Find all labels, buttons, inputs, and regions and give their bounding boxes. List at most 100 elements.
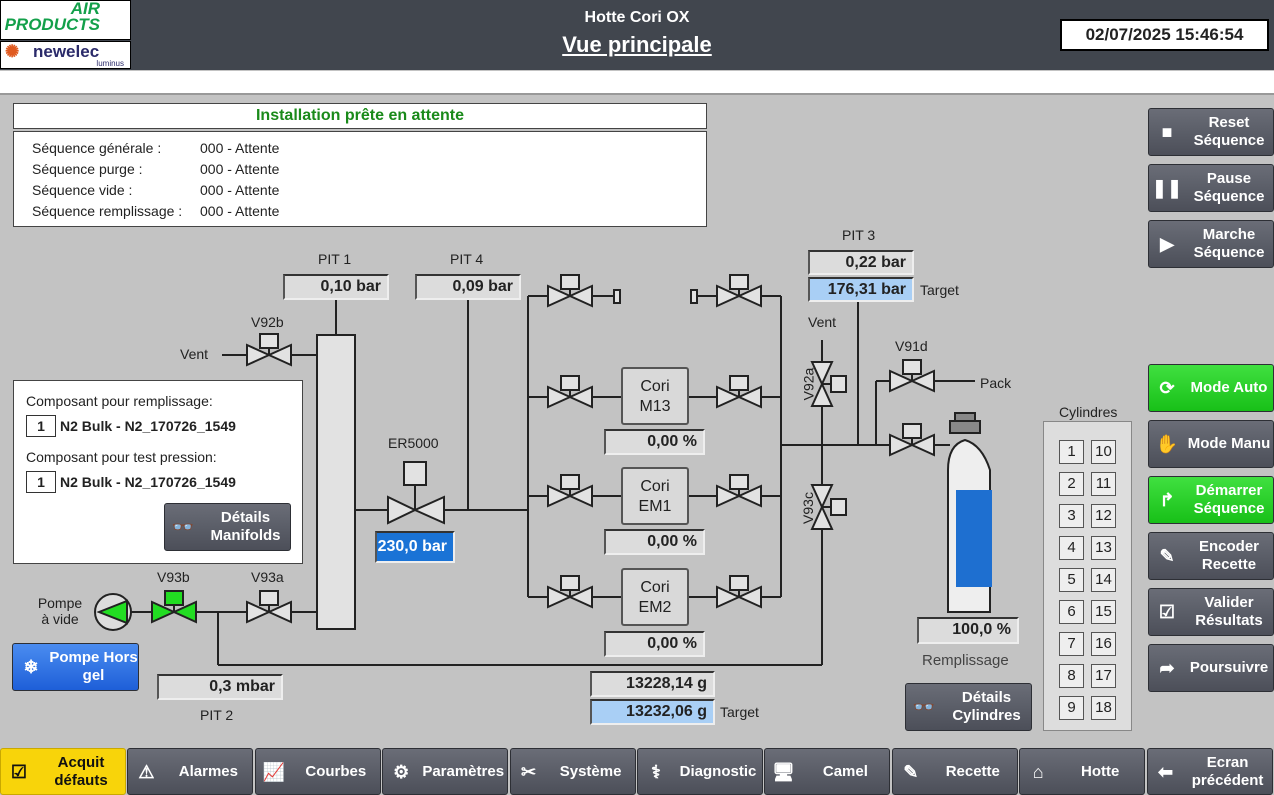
nav-système[interactable]: ✂Système [509, 748, 636, 795]
glasses-icon: 👓 [912, 697, 936, 717]
cylinder-8-button[interactable]: 8 [1059, 664, 1084, 688]
vent-label: Vent [180, 346, 209, 362]
valve-v91d [889, 359, 935, 393]
cylinder-6-button[interactable]: 6 [1059, 600, 1084, 624]
pit3-target-input[interactable]: 176,31 bar [808, 277, 914, 302]
v93b-label: V93b [157, 569, 190, 585]
nav-diagnostic[interactable]: ⚕Diagnostic [637, 748, 763, 795]
mode-auto-button[interactable]: ⟳Mode Auto [1148, 364, 1274, 412]
message-bar [0, 71, 1274, 95]
nav-hotte[interactable]: ⌂Hotte [1019, 748, 1146, 795]
notepad-icon: ✎ [903, 761, 919, 782]
start-sequence-button[interactable]: ▶Marche Séquence [1148, 220, 1274, 268]
branch-valve [716, 474, 762, 508]
er5000-setpoint-input[interactable]: 230,0 bar [375, 531, 455, 563]
sequence-row: Séquence remplissage :000 - Attente [32, 203, 280, 219]
test-component-name: N2 Bulk - N2_170726_1549 [60, 474, 236, 490]
nav-acquit-défauts[interactable]: ☑Acquit défauts [0, 748, 126, 795]
pump-antifreeze-button[interactable]: ❄Pompe Hors gel [12, 643, 139, 691]
nav-courbes[interactable]: 📈Courbes [254, 748, 381, 795]
sequence-row: Séquence générale :000 - Attente [32, 140, 280, 156]
branch-valve [716, 375, 762, 409]
cylinder-16-button[interactable]: 16 [1091, 632, 1116, 656]
branch-valves [547, 274, 762, 609]
details-manifolds-button[interactable]: 👓Détails Manifolds [164, 503, 291, 551]
branch-valve [716, 274, 762, 308]
back-arrow-icon: ⬅ [1158, 761, 1174, 782]
cap [690, 289, 698, 304]
cylinder-5-button[interactable]: 5 [1059, 568, 1084, 592]
cylinder-14-button[interactable]: 14 [1091, 568, 1116, 592]
poursuivre-button[interactable]: ➦Poursuivre [1148, 644, 1274, 692]
encoder-recette-button[interactable]: ✎Encoder Recette [1148, 532, 1274, 580]
refresh-icon: ⟳ [1159, 378, 1175, 398]
pipes [131, 295, 975, 666]
nav-ecran-précédent[interactable]: ⬅Ecran précédent [1146, 748, 1273, 795]
table-check-icon: ☑ [10, 761, 28, 782]
cap [613, 289, 621, 304]
pause-sequence-button[interactable]: ❚❚Pause Séquence [1148, 164, 1274, 212]
details-cylinders-button[interactable]: 👓Détails Cylindres [905, 683, 1032, 731]
cylinder-1-button[interactable]: 1 [1059, 440, 1084, 464]
nav-alarmes[interactable]: ⚠Alarmes [127, 748, 254, 795]
fill-component-label: Composant pour remplissage: [26, 393, 213, 409]
valve-v93a [246, 590, 292, 624]
nav-camel[interactable]: 🖥Camel [764, 748, 891, 795]
weight-value: 13228,14 g [590, 671, 715, 697]
reset-sequence-button[interactable]: ■Reset Séquence [1148, 108, 1274, 156]
cylinder-15-button[interactable]: 15 [1091, 600, 1116, 624]
pit2-value: 0,3 mbar [157, 674, 283, 700]
app-title: Hotte Cori OX [584, 9, 690, 26]
pit4-label: PIT 4 [450, 251, 484, 267]
v93a-label: V93a [251, 569, 284, 585]
cylinder-2-button[interactable]: 2 [1059, 472, 1084, 496]
vent2-label: Vent [808, 314, 837, 330]
datetime-display: 02/07/2025 15:46:54 [1060, 19, 1269, 51]
pit4-value: 0,09 bar [415, 274, 521, 300]
pause-icon: ❚❚ [1151, 178, 1183, 198]
weight-target-label: Target [720, 704, 759, 720]
cylinder-18-button[interactable]: 18 [1091, 696, 1116, 720]
cori-em2-percent: 0,00 % [604, 631, 705, 657]
play-icon: ▶ [1160, 234, 1174, 254]
stethoscope-icon: ⚕ [651, 761, 661, 782]
glasses-icon: 👓 [171, 517, 195, 537]
cylinder-12-button[interactable]: 12 [1091, 504, 1116, 528]
er5000-label: ER5000 [388, 435, 439, 451]
forward-arrow-icon: ➦ [1159, 658, 1175, 678]
cylinder-13-button[interactable]: 13 [1091, 536, 1116, 560]
valve-bottle [889, 423, 935, 457]
cori-m13-percent: 0,00 % [604, 429, 705, 455]
cylinder-10-button[interactable]: 10 [1091, 440, 1116, 464]
sequence-panel: Séquence générale :000 - Attente Séquenc… [13, 131, 707, 227]
branch-valve [716, 575, 762, 609]
nav-recette[interactable]: ✎Recette [891, 748, 1018, 795]
manifold-column [316, 334, 356, 630]
v92a-label: V92a [800, 367, 817, 401]
weight-target-input[interactable]: 13232,06 g [590, 699, 715, 725]
mode-manu-button[interactable]: ✋Mode Manu [1148, 420, 1274, 468]
cylinder-3-button[interactable]: 3 [1059, 504, 1084, 528]
cylinder-9-button[interactable]: 9 [1059, 696, 1084, 720]
branch-valve [547, 474, 593, 508]
cylinder-17-button[interactable]: 17 [1091, 664, 1116, 688]
cylinder-7-button[interactable]: 7 [1059, 632, 1084, 656]
alarm-icon: ⚠ [138, 761, 155, 782]
cylinders-title: Cylindres [1059, 404, 1118, 420]
nav-paramètres[interactable]: ⚙Paramètres [382, 748, 509, 795]
fill-percent: 100,0 % [917, 617, 1019, 644]
monitor-icon: 🖥 [771, 761, 795, 782]
valider-resultats-button[interactable]: ☑Valider Résultats [1148, 588, 1274, 636]
cylinder-4-button[interactable]: 4 [1059, 536, 1084, 560]
v93c-label: V93c [799, 492, 816, 524]
status-banner: Installation prête en attente [13, 103, 707, 129]
fill-label: Remplissage [922, 652, 1009, 669]
demarrer-sequence-button[interactable]: ↱Démarrer Séquence [1148, 476, 1274, 524]
cylinder-11-button[interactable]: 11 [1091, 472, 1116, 496]
tools-icon: ✂ [521, 761, 537, 782]
